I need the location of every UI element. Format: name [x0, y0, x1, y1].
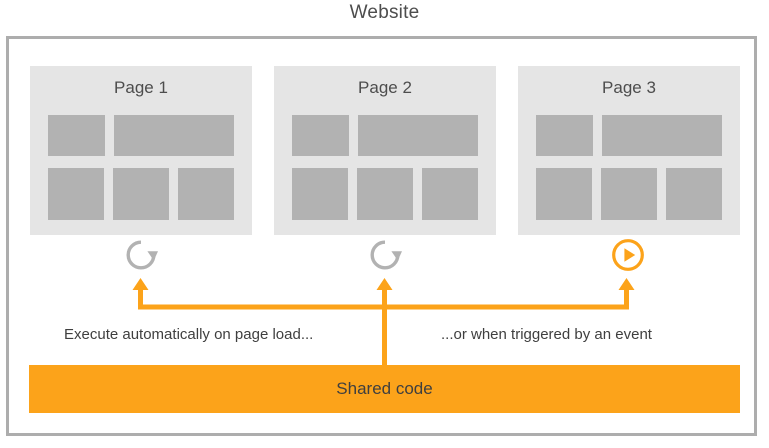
diagram-title: Website [349, 2, 420, 23]
placeholder-block [358, 115, 478, 156]
shared-code-label: Shared code [336, 379, 433, 398]
placeholder-block [114, 115, 234, 156]
placeholder-block [48, 168, 104, 220]
shared-code-bar[interactable]: Shared code [29, 365, 740, 413]
placeholder-block [357, 168, 413, 220]
placeholder-row [536, 115, 722, 156]
placeholder-row [48, 115, 234, 156]
play-circle-icon[interactable] [611, 238, 645, 272]
placeholder-block [178, 168, 234, 220]
placeholder-block [48, 115, 105, 156]
placeholder-row [48, 168, 234, 220]
placeholder-block [422, 168, 478, 220]
placeholder-block [536, 115, 593, 156]
placeholder-block [666, 168, 722, 220]
page-card[interactable]: Page 1 [30, 66, 252, 235]
page-content-placeholder [48, 115, 234, 220]
caption-page-load: Execute automatically on page load... [64, 326, 314, 343]
caption-event-trigger: ...or when triggered by an event [441, 326, 652, 343]
page-card[interactable]: Page 3 [518, 66, 740, 235]
placeholder-block [602, 115, 722, 156]
refresh-icon[interactable] [124, 238, 158, 272]
placeholder-block [292, 168, 348, 220]
page-card-title: Page 1 [114, 78, 168, 97]
placeholder-row [536, 168, 722, 220]
placeholder-block [292, 115, 349, 156]
placeholder-block [536, 168, 592, 220]
placeholder-block [601, 168, 657, 220]
page-content-placeholder [536, 115, 722, 220]
page-card[interactable]: Page 2 [274, 66, 496, 235]
refresh-icon[interactable] [368, 238, 402, 272]
placeholder-row [292, 168, 478, 220]
page-card-title: Page 3 [602, 78, 656, 97]
placeholder-block [113, 168, 169, 220]
page-card-title: Page 2 [358, 78, 412, 97]
placeholder-row [292, 115, 478, 156]
page-content-placeholder [292, 115, 478, 220]
